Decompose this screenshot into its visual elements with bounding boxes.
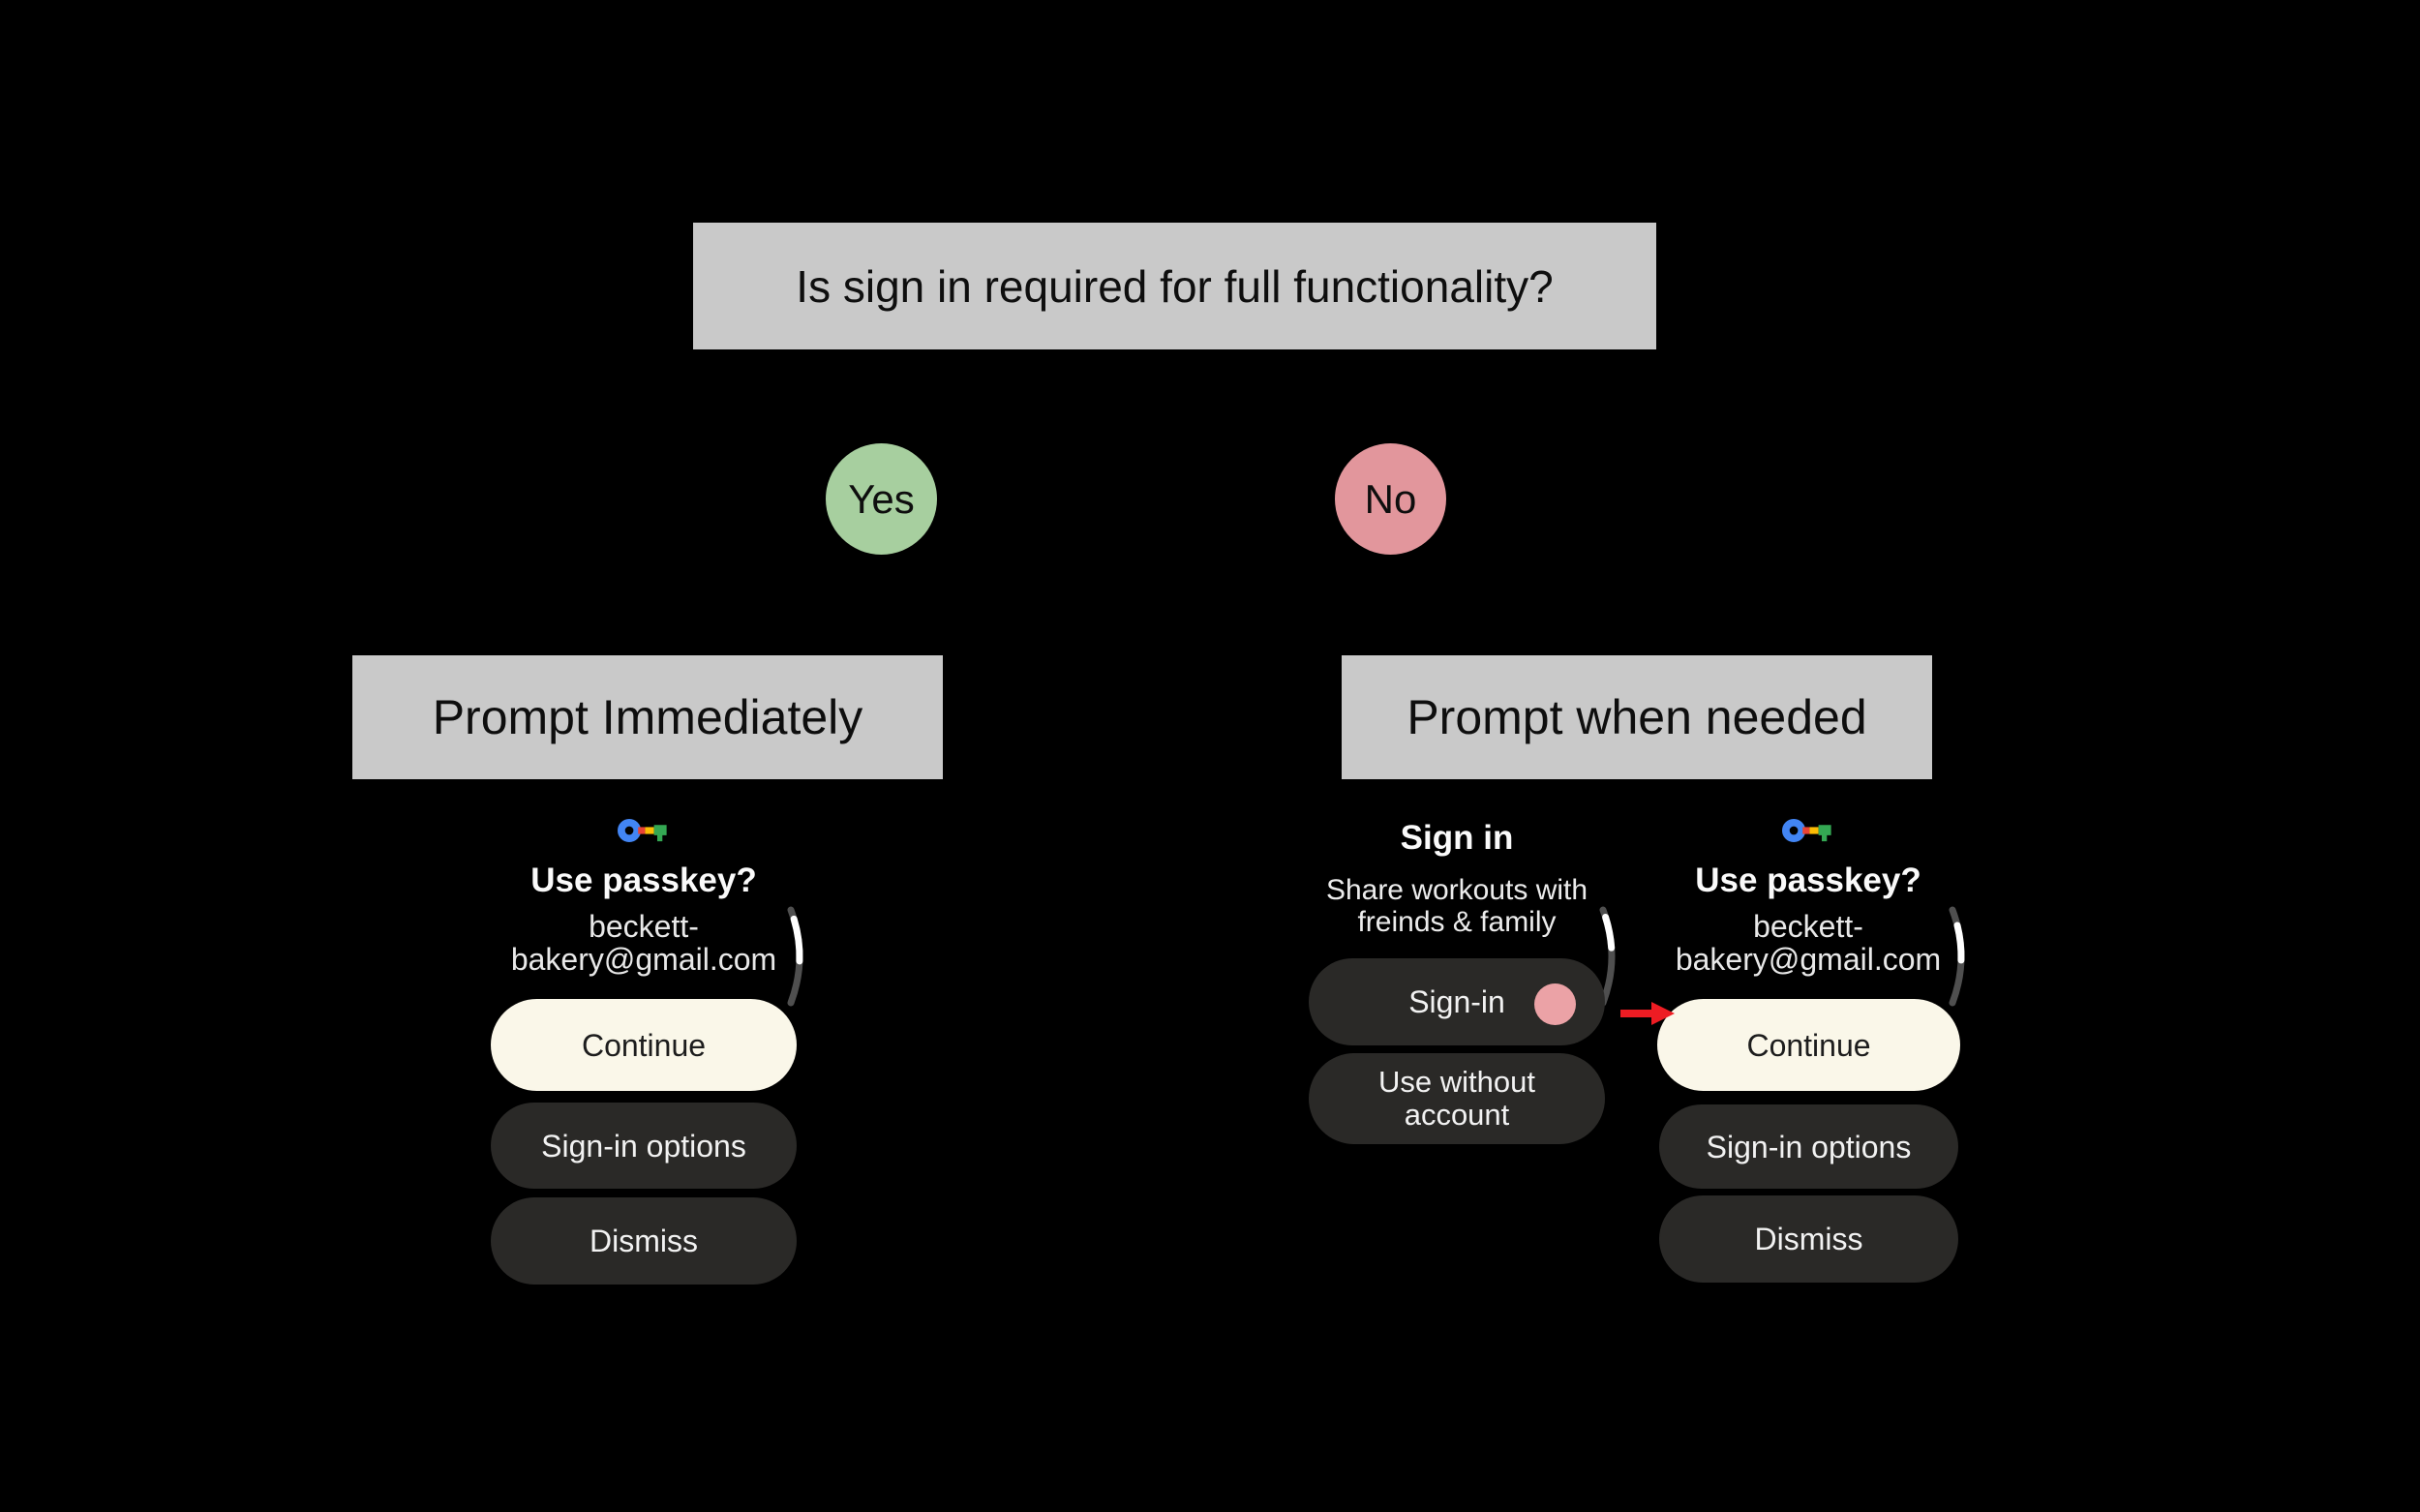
signin-description-line1: Share workouts with: [1325, 874, 1588, 906]
no-node: No: [1335, 443, 1446, 555]
passkey-screen-title: Use passkey?: [530, 862, 757, 899]
continue-button[interactable]: Continue: [491, 999, 797, 1091]
dismiss-button[interactable]: Dismiss: [491, 1197, 797, 1285]
account-email-line2: bakery@gmail.com: [1675, 942, 1942, 977]
branch-title-prompt-immediately: Prompt Immediately: [352, 655, 943, 779]
signin-options-button[interactable]: Sign-in options: [491, 1103, 797, 1189]
continue-button-label: Continue: [1746, 1027, 1871, 1063]
continue-button-label: Continue: [581, 1027, 707, 1063]
scroll-indicator[interactable]: [1944, 906, 1975, 1007]
dismiss-button-label: Dismiss: [1754, 1222, 1863, 1256]
passkey-screen-title: Use passkey?: [1695, 862, 1921, 899]
dismiss-button[interactable]: Dismiss: [1659, 1195, 1958, 1283]
scroll-indicator[interactable]: [782, 906, 813, 1007]
account-email-line1: beckett-: [1753, 909, 1863, 944]
signin-options-button[interactable]: Sign-in options: [1659, 1104, 1958, 1189]
tap-indicator-dot: [1534, 983, 1576, 1025]
account-email: beckett- bakery@gmail.com: [511, 910, 776, 976]
signin-options-button-label: Sign-in options: [1706, 1129, 1912, 1164]
signin-description-line2: freinds & family: [1357, 906, 1557, 938]
question-box: Is sign in required for full functionali…: [693, 223, 1656, 349]
signin-button-label: Sign-in: [1408, 984, 1505, 1019]
signin-options-button-label: Sign-in options: [541, 1128, 746, 1164]
scroll-indicator[interactable]: [1594, 906, 1625, 1007]
yes-node: Yes: [826, 443, 937, 555]
continue-button[interactable]: Continue: [1657, 999, 1960, 1091]
use-without-account-line1: Use without: [1378, 1065, 1535, 1099]
signin-description: Share workouts with freinds & family: [1326, 874, 1588, 938]
dismiss-button-label: Dismiss: [590, 1224, 698, 1258]
use-without-account-line2: account: [1404, 1098, 1510, 1132]
red-arrow-icon: [1620, 1002, 1675, 1025]
branch-title-prompt-when-needed: Prompt when needed: [1342, 655, 1932, 779]
account-email-line2: bakery@gmail.com: [510, 942, 777, 977]
use-without-account-button[interactable]: Use without account: [1309, 1053, 1605, 1144]
passkey-icon: [1782, 818, 1831, 843]
passkey-icon: [618, 818, 667, 843]
account-email-line1: beckett-: [589, 909, 699, 944]
account-email: beckett- bakery@gmail.com: [1676, 910, 1941, 976]
signin-screen-title: Sign in: [1400, 819, 1514, 857]
